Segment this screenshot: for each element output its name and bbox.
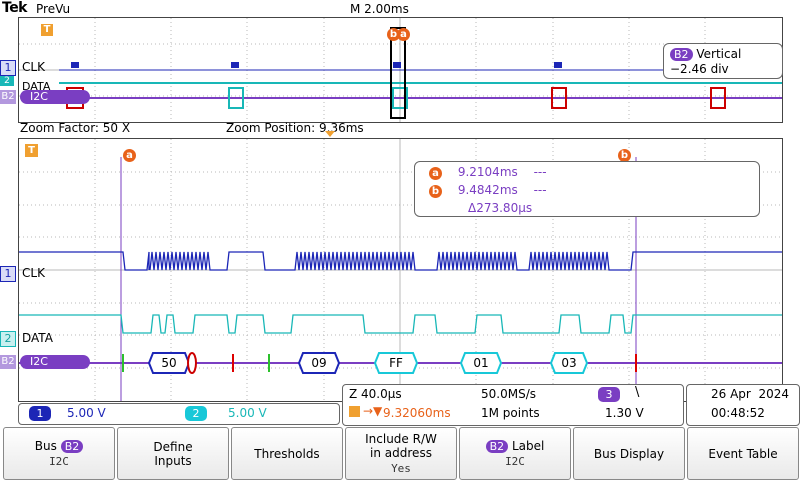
menu-sub: I2C bbox=[505, 455, 525, 468]
packet-label: 03 bbox=[561, 356, 577, 370]
menu-include-rw-button[interactable]: Include R/W in address Yes bbox=[345, 427, 457, 480]
menu-bus-button[interactable]: Bus B2 I2C bbox=[3, 427, 115, 480]
trigger-position-icon bbox=[349, 406, 360, 417]
bus-b2-badge: B2 bbox=[670, 48, 693, 61]
ch1-label: CLK bbox=[22, 266, 45, 280]
ch2-tag[interactable]: 2 bbox=[0, 331, 16, 347]
menu-bus-display-button[interactable]: Bus Display bbox=[573, 427, 685, 480]
bottom-menu: Bus B2 I2C Define Inputs Thresholds Incl… bbox=[0, 427, 800, 480]
menu-label: Bus Display bbox=[593, 446, 665, 461]
cursor-b-icon: b bbox=[429, 185, 442, 198]
data-trace bbox=[19, 314, 782, 334]
cursor-b-icon: b bbox=[618, 149, 631, 162]
menu-sub: Yes bbox=[391, 462, 411, 475]
overview-bus-tag[interactable]: B2 bbox=[0, 90, 16, 104]
packet-03-shape bbox=[549, 352, 589, 374]
menu-define-inputs-button[interactable]: Define Inputs bbox=[117, 427, 229, 480]
cursor-b-handle[interactable]: b bbox=[618, 143, 631, 162]
menu-label: Define Inputs bbox=[153, 439, 193, 468]
menu-label: Thresholds bbox=[254, 446, 320, 461]
ch1-scale: 5.00 V bbox=[67, 406, 106, 420]
trigger-position: 9.32060ms bbox=[383, 406, 451, 420]
bus-tag[interactable]: B2 bbox=[0, 355, 16, 369]
bus-b2-badge: B2 bbox=[485, 440, 509, 453]
trigger-source-tag: 3 bbox=[598, 387, 620, 402]
trigger-marker-icon: T bbox=[41, 24, 53, 36]
menu-event-table-button[interactable]: Event Table bbox=[687, 427, 799, 480]
trigger-slope-icon: \ bbox=[635, 385, 640, 400]
bus-label: I2C bbox=[20, 355, 90, 369]
trigger-level: 1.30 V bbox=[605, 406, 644, 420]
overview-clk-trace bbox=[71, 62, 721, 68]
menu-label: Bus bbox=[34, 439, 57, 453]
cursor-b-icon: b bbox=[387, 28, 400, 41]
brand-logo: Tek bbox=[2, 0, 28, 16]
zoom-factor: Zoom Factor: 50 X bbox=[20, 121, 131, 135]
overview-ch1-tag[interactable]: 1 bbox=[0, 60, 16, 76]
vertical-position-readout: B2 Vertical −2.46 div bbox=[663, 43, 783, 79]
packet-label: FF bbox=[389, 356, 403, 370]
menu-label: Label bbox=[512, 439, 545, 453]
menu-label: Include R/W in address bbox=[365, 432, 437, 460]
zoom-scale: Z 40.0µs bbox=[349, 387, 402, 401]
clk-trace bbox=[19, 251, 782, 271]
cursor-a-icon: a bbox=[397, 28, 410, 41]
packet-ff-shape bbox=[373, 352, 419, 374]
overview-ch1-label: CLK bbox=[22, 60, 45, 74]
timebase-readout: M 2.00ms bbox=[350, 2, 409, 16]
menu-sub: I2C bbox=[49, 455, 69, 468]
trigger-marker-icon: T bbox=[25, 144, 38, 157]
ch1-scale-tag: 1 bbox=[29, 406, 51, 421]
date-display: 26 Apr 2024 bbox=[711, 387, 790, 401]
cursor-b-value: 9.4842ms bbox=[457, 183, 518, 197]
cursor-a-icon: a bbox=[429, 167, 442, 180]
cursor-a-icon: a bbox=[123, 149, 136, 162]
packet-01-shape bbox=[459, 352, 503, 374]
packet-rw-marker bbox=[187, 352, 197, 374]
packet-label: 01 bbox=[473, 356, 489, 370]
cursor-delta: Δ273.80µs bbox=[468, 201, 533, 215]
datetime-panel: 26 Apr 2024 00:48:52 bbox=[686, 384, 800, 426]
ch2-label: DATA bbox=[22, 331, 53, 345]
acquisition-panel[interactable]: Z 40.0µs 50.0MS/s →▼ 9.32060ms 1M points… bbox=[342, 384, 684, 426]
cursor-a-dash: --- bbox=[533, 165, 547, 179]
time-display: 00:48:52 bbox=[711, 406, 765, 420]
vertical-title: Vertical bbox=[696, 47, 742, 61]
zoom-region-box bbox=[390, 27, 406, 119]
cursor-readout: a 9.2104ms --- b 9.4842ms --- Δ273.80µs bbox=[414, 161, 760, 217]
record-length: 1M points bbox=[481, 406, 540, 420]
menu-thresholds-button[interactable]: Thresholds bbox=[231, 427, 343, 480]
packet-label: 09 bbox=[311, 356, 327, 370]
zoom-position-marker-icon bbox=[325, 131, 335, 137]
top-status-bar: Tek PreVu M 2.00ms bbox=[0, 0, 800, 18]
ch2-scale: 5.00 V bbox=[228, 406, 267, 420]
sample-rate: 50.0MS/s bbox=[481, 387, 536, 401]
bus-b2-badge: B2 bbox=[60, 440, 84, 453]
overview-graticule bbox=[19, 18, 782, 122]
channel-scale-panel[interactable]: 1 5.00 V 2 5.00 V bbox=[18, 403, 340, 425]
menu-label: Event Table bbox=[708, 446, 778, 461]
vertical-value: −2.46 div bbox=[670, 62, 729, 76]
main-graticule bbox=[19, 139, 782, 401]
cursor-a-value: 9.2104ms bbox=[457, 165, 518, 179]
overview-bus-label: I2C bbox=[20, 90, 90, 104]
acquisition-mode: PreVu bbox=[36, 2, 71, 16]
ch2-scale-tag: 2 bbox=[185, 406, 207, 421]
ch1-tag[interactable]: 1 bbox=[0, 266, 16, 282]
cursor-b-dash: --- bbox=[533, 183, 547, 197]
cursor-a-handle[interactable]: a bbox=[123, 143, 136, 162]
overview-ch2-tag[interactable]: 2 bbox=[0, 76, 14, 86]
zoom-position: Zoom Position: 9.36ms bbox=[226, 121, 364, 135]
packet-label: 50 bbox=[161, 356, 177, 370]
packet-09-shape bbox=[297, 352, 341, 374]
menu-label-button[interactable]: B2 Label I2C bbox=[459, 427, 571, 480]
overview-ch2-label: DATA bbox=[22, 80, 51, 93]
